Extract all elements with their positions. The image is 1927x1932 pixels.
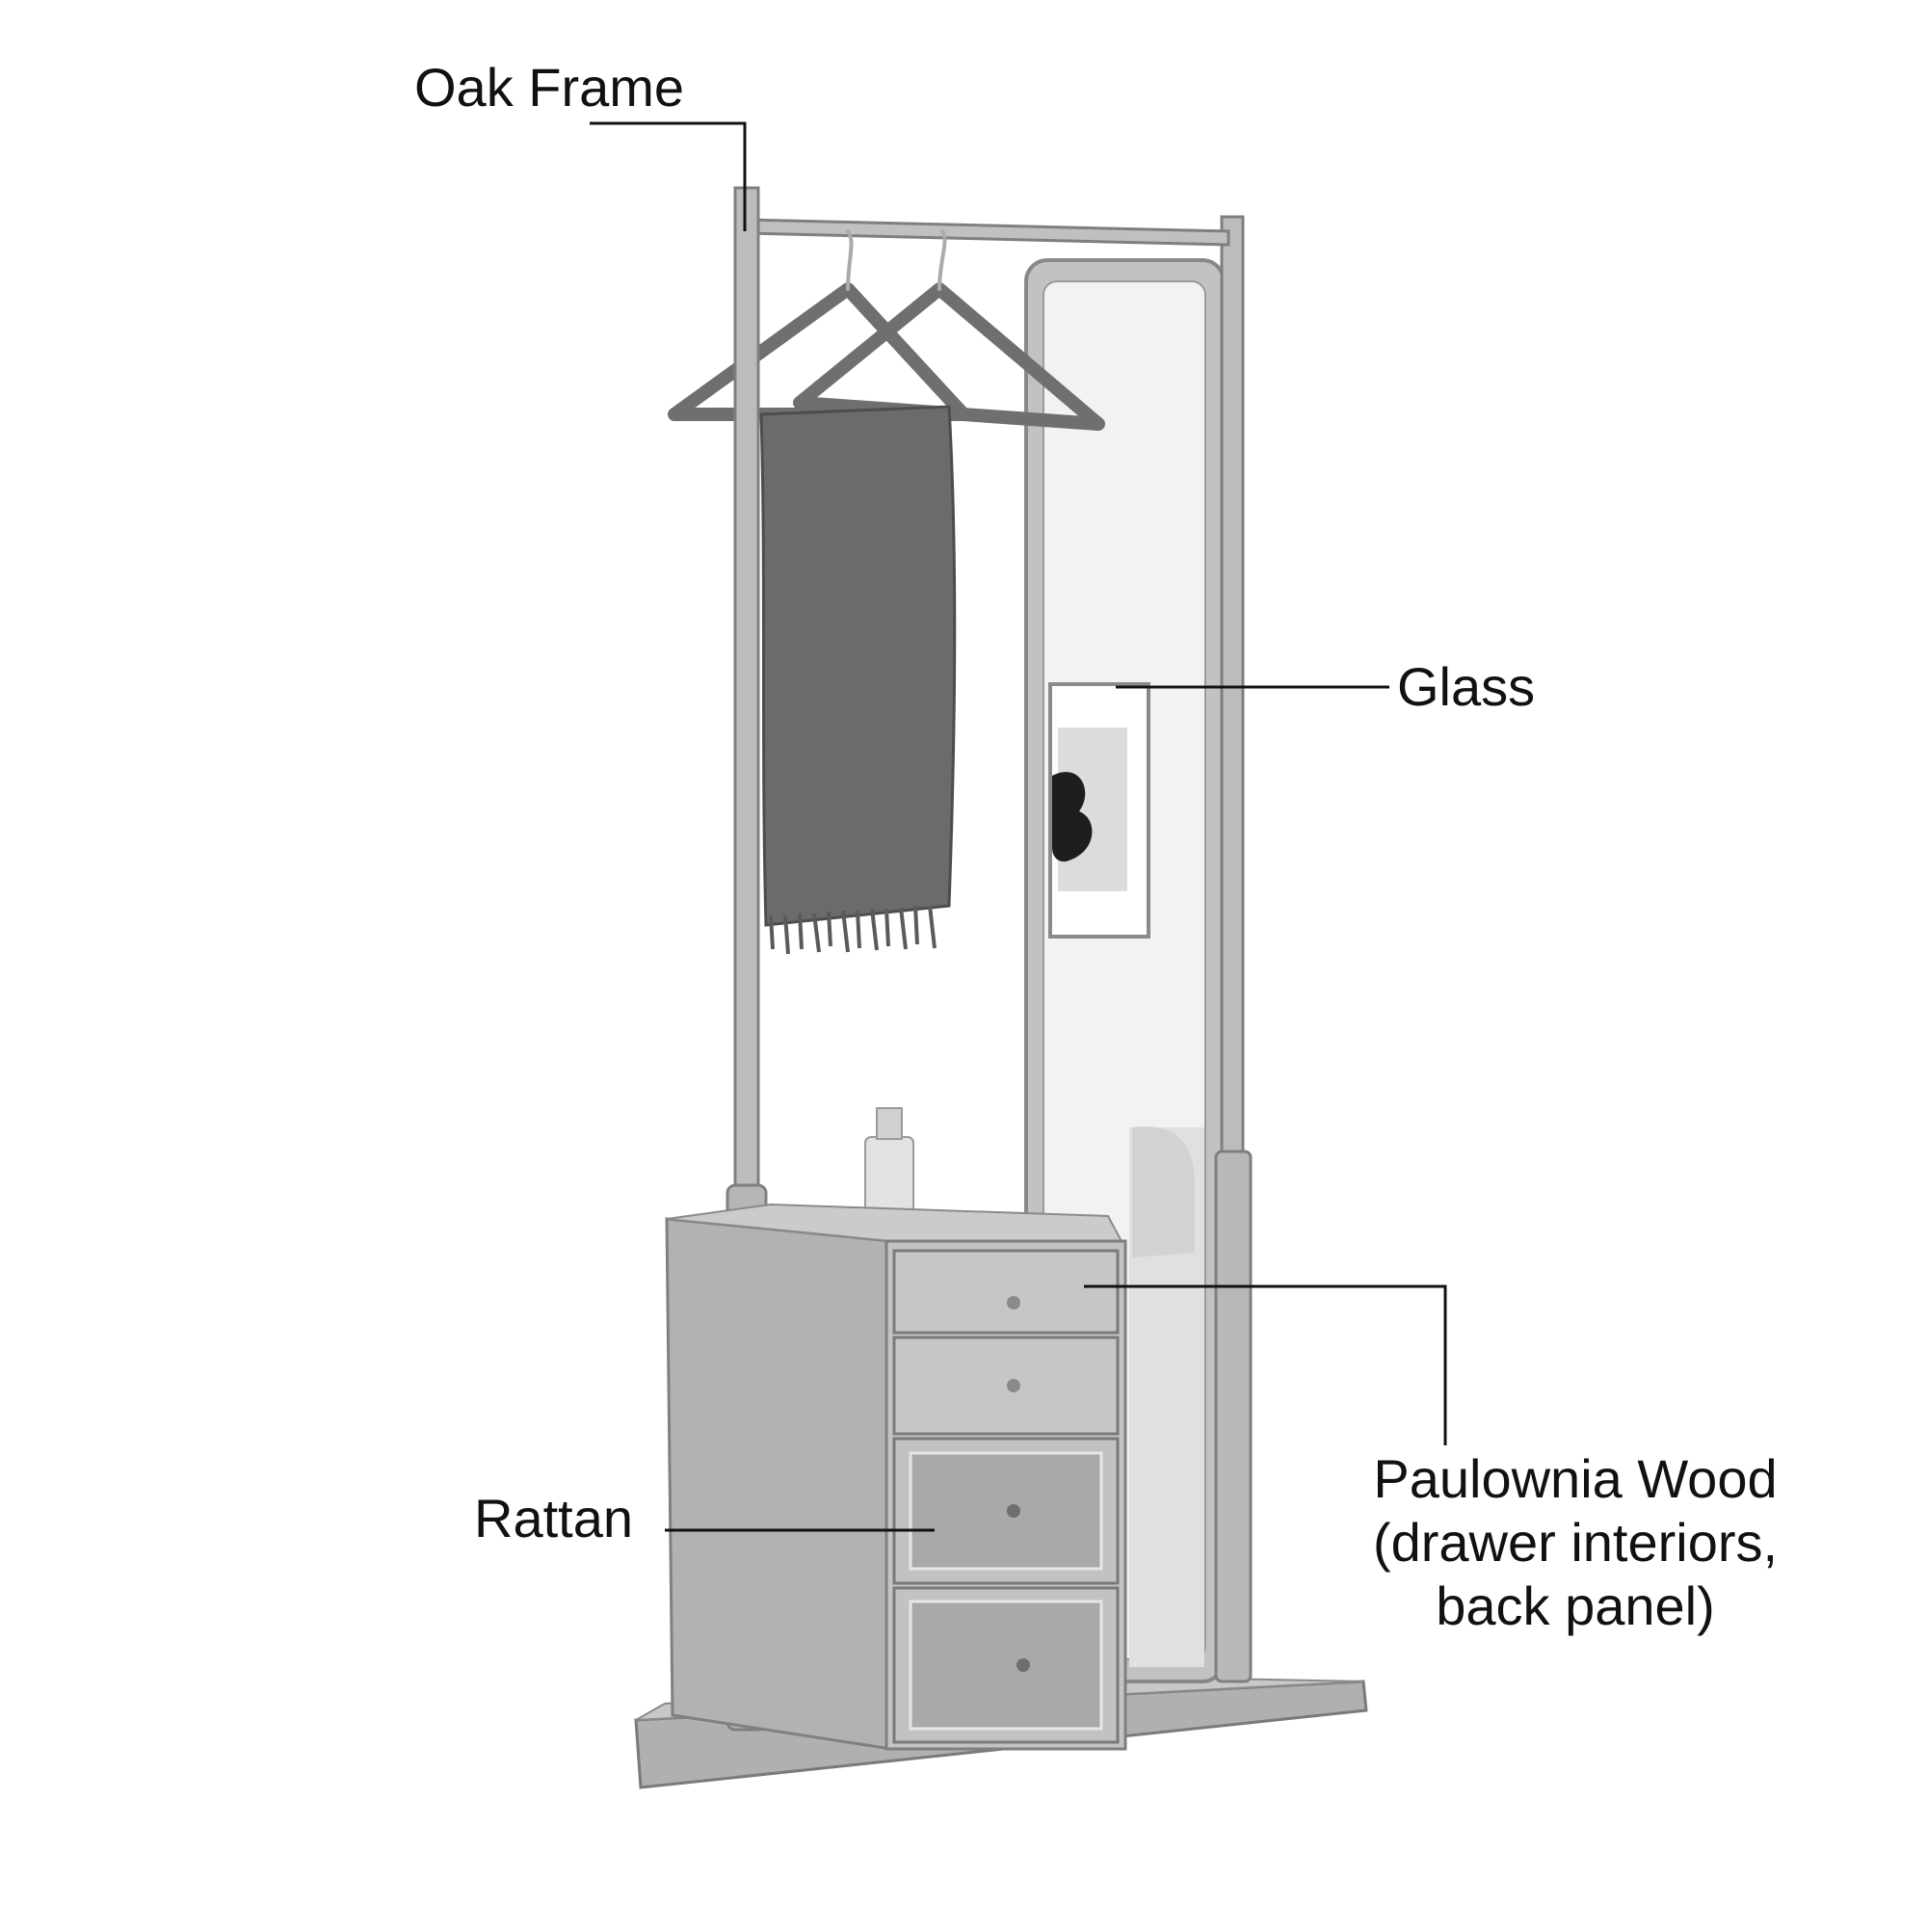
perfume-bottle (864, 1136, 914, 1215)
drawer-1 (892, 1249, 1120, 1335)
cabinet-side (665, 1217, 893, 1751)
leader-oak-frame (590, 121, 747, 231)
drawer-2-knob (1007, 1379, 1020, 1392)
cabinet-top (666, 1203, 1124, 1245)
leader-paulownia (1084, 1284, 1447, 1445)
hanging-scarf (759, 405, 957, 927)
label-oak-frame: Oak Frame (414, 57, 685, 118)
label-paulownia-line-3: back panel) (1436, 1575, 1715, 1637)
perfume-cap (876, 1107, 903, 1140)
drawer-4-rattan-panel (909, 1600, 1103, 1731)
drawer-3-rattan-panel (909, 1451, 1103, 1571)
top-rail (745, 218, 1230, 247)
reflected-pillow (1132, 1126, 1195, 1257)
label-glass: Glass (1397, 656, 1536, 717)
drawer-3-knob (1007, 1504, 1020, 1518)
label-paulownia-line-1: Paulownia Wood (1373, 1448, 1778, 1509)
label-paulownia-line-2: (drawer interiors, (1372, 1512, 1779, 1574)
label-paulownia-wood: Paulownia Wood (drawer interiors, back p… (1325, 1447, 1826, 1638)
label-rattan: Rattan (474, 1488, 633, 1548)
reflected-picture-blob (1052, 772, 1093, 862)
drawer-1-knob (1007, 1296, 1020, 1310)
drawer-2 (892, 1336, 1120, 1436)
right-post-foot (1214, 1150, 1253, 1683)
leader-lines (590, 121, 1447, 1532)
scarf-fringe (769, 905, 937, 955)
drawer-4-knob (1016, 1658, 1030, 1672)
